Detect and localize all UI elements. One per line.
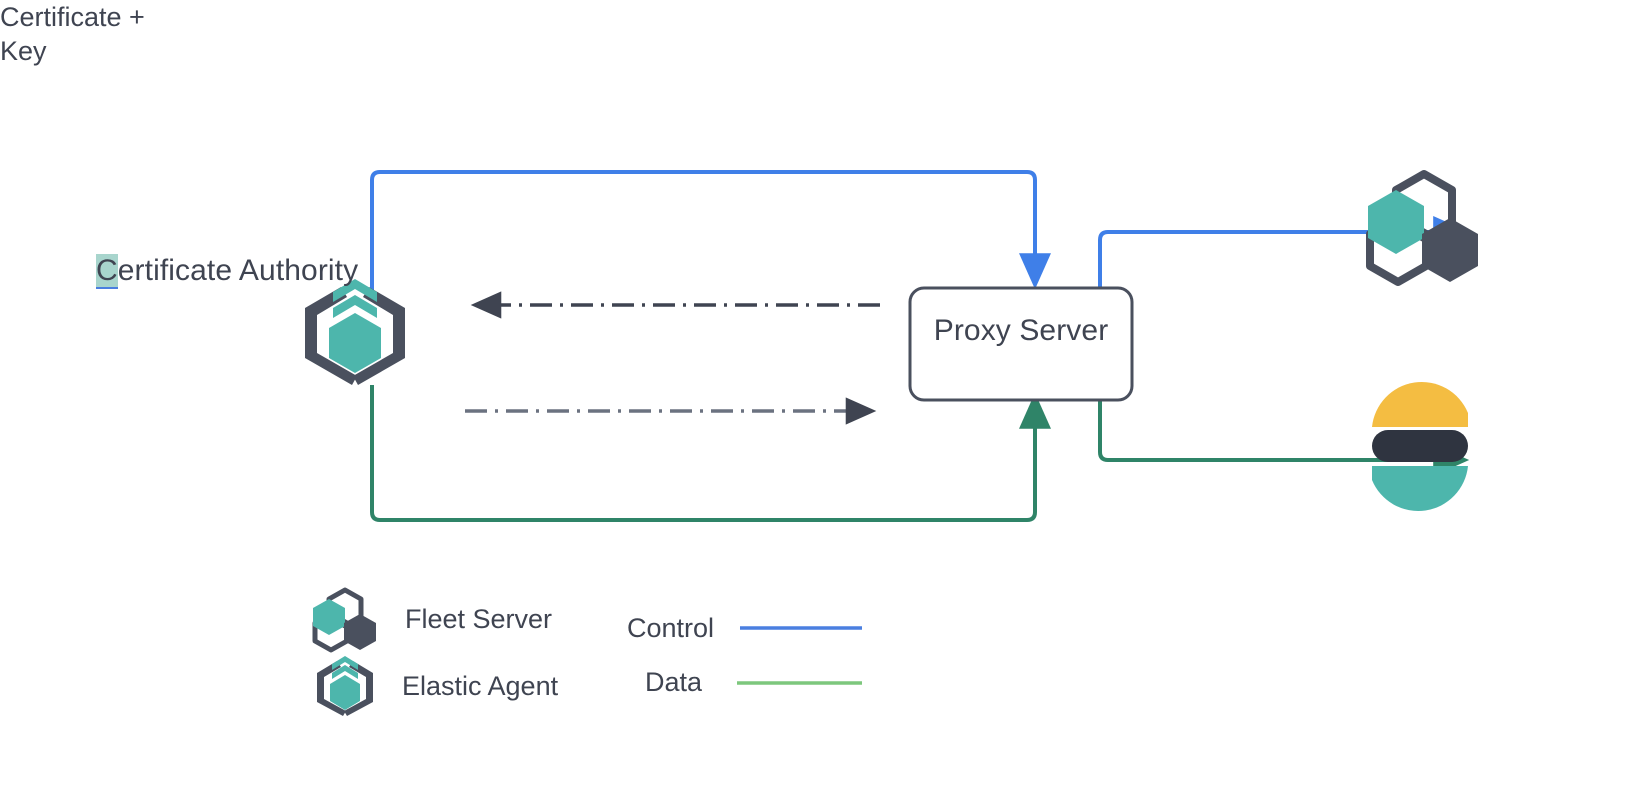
edge-proxy-to-elasticsearch-data [1098,400,1470,476]
certificate-key-line1: Certificate + [0,2,145,32]
legend-item-fleet-server-label: Fleet Server [405,604,553,634]
legend-item-elastic-agent-label: Elastic Agent [402,671,559,701]
elastic-agent-icon [305,279,405,385]
certificate-key-edge-label: Certificate + Key [0,0,1632,68]
edge-proxy-to-fleet-control [1098,216,1470,288]
legend-item-control-label: Control [627,613,715,643]
edge-agent-to-proxy-control [370,170,1051,300]
legend-elastic-agent-icon [317,656,373,716]
legend-fleet-server-icon [312,587,376,653]
certificate-key-line2: Key [0,36,47,66]
certificate-authority-label: Certificate Authority [96,253,358,288]
elasticsearch-icon [1372,381,1468,512]
proxy-server-label: Proxy Server [933,314,1109,347]
node-proxy-server[interactable] [908,286,1134,402]
legend-item-data-label: Data [645,667,703,697]
fleet-server-icon [1366,170,1478,286]
certificate-authority-selected-char: C [96,254,118,287]
certificate-authority-label-rest: ertificate Authority [117,254,359,287]
edge-agent-to-proxy-data [370,385,1051,522]
